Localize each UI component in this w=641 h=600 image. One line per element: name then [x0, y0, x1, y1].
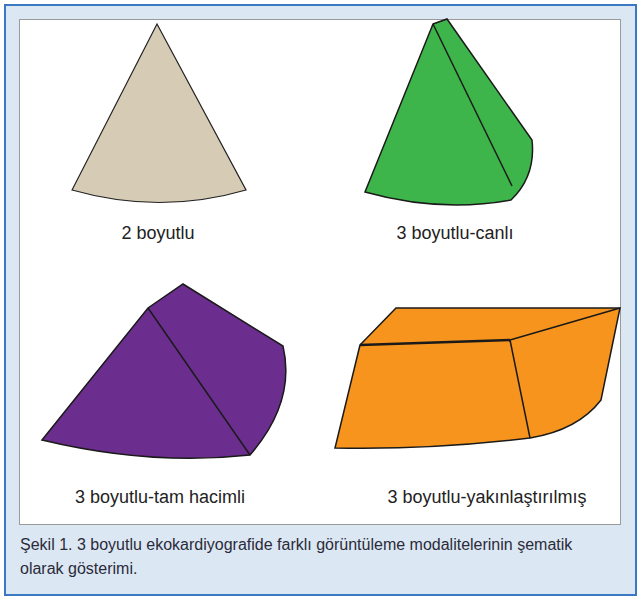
modality-label: 3 boyutlu-yakınlaştırılmış [387, 486, 586, 508]
figure-caption: Şekil 1. 3 boyutlu ekokardiyografide far… [20, 533, 620, 581]
outer-frame [5, 5, 636, 595]
figure-panel [20, 20, 621, 525]
sector-3d-full-volume [42, 284, 286, 458]
modality-label: 3 boyutlu-canlı [396, 222, 513, 244]
sector-3d-zoom [335, 308, 620, 448]
modality-label: 2 boyutlu [121, 222, 194, 244]
sector-3d-live [365, 19, 533, 205]
modality-label: 3 boyutlu-tam hacimli [75, 486, 245, 508]
sector-2d [72, 24, 246, 203]
